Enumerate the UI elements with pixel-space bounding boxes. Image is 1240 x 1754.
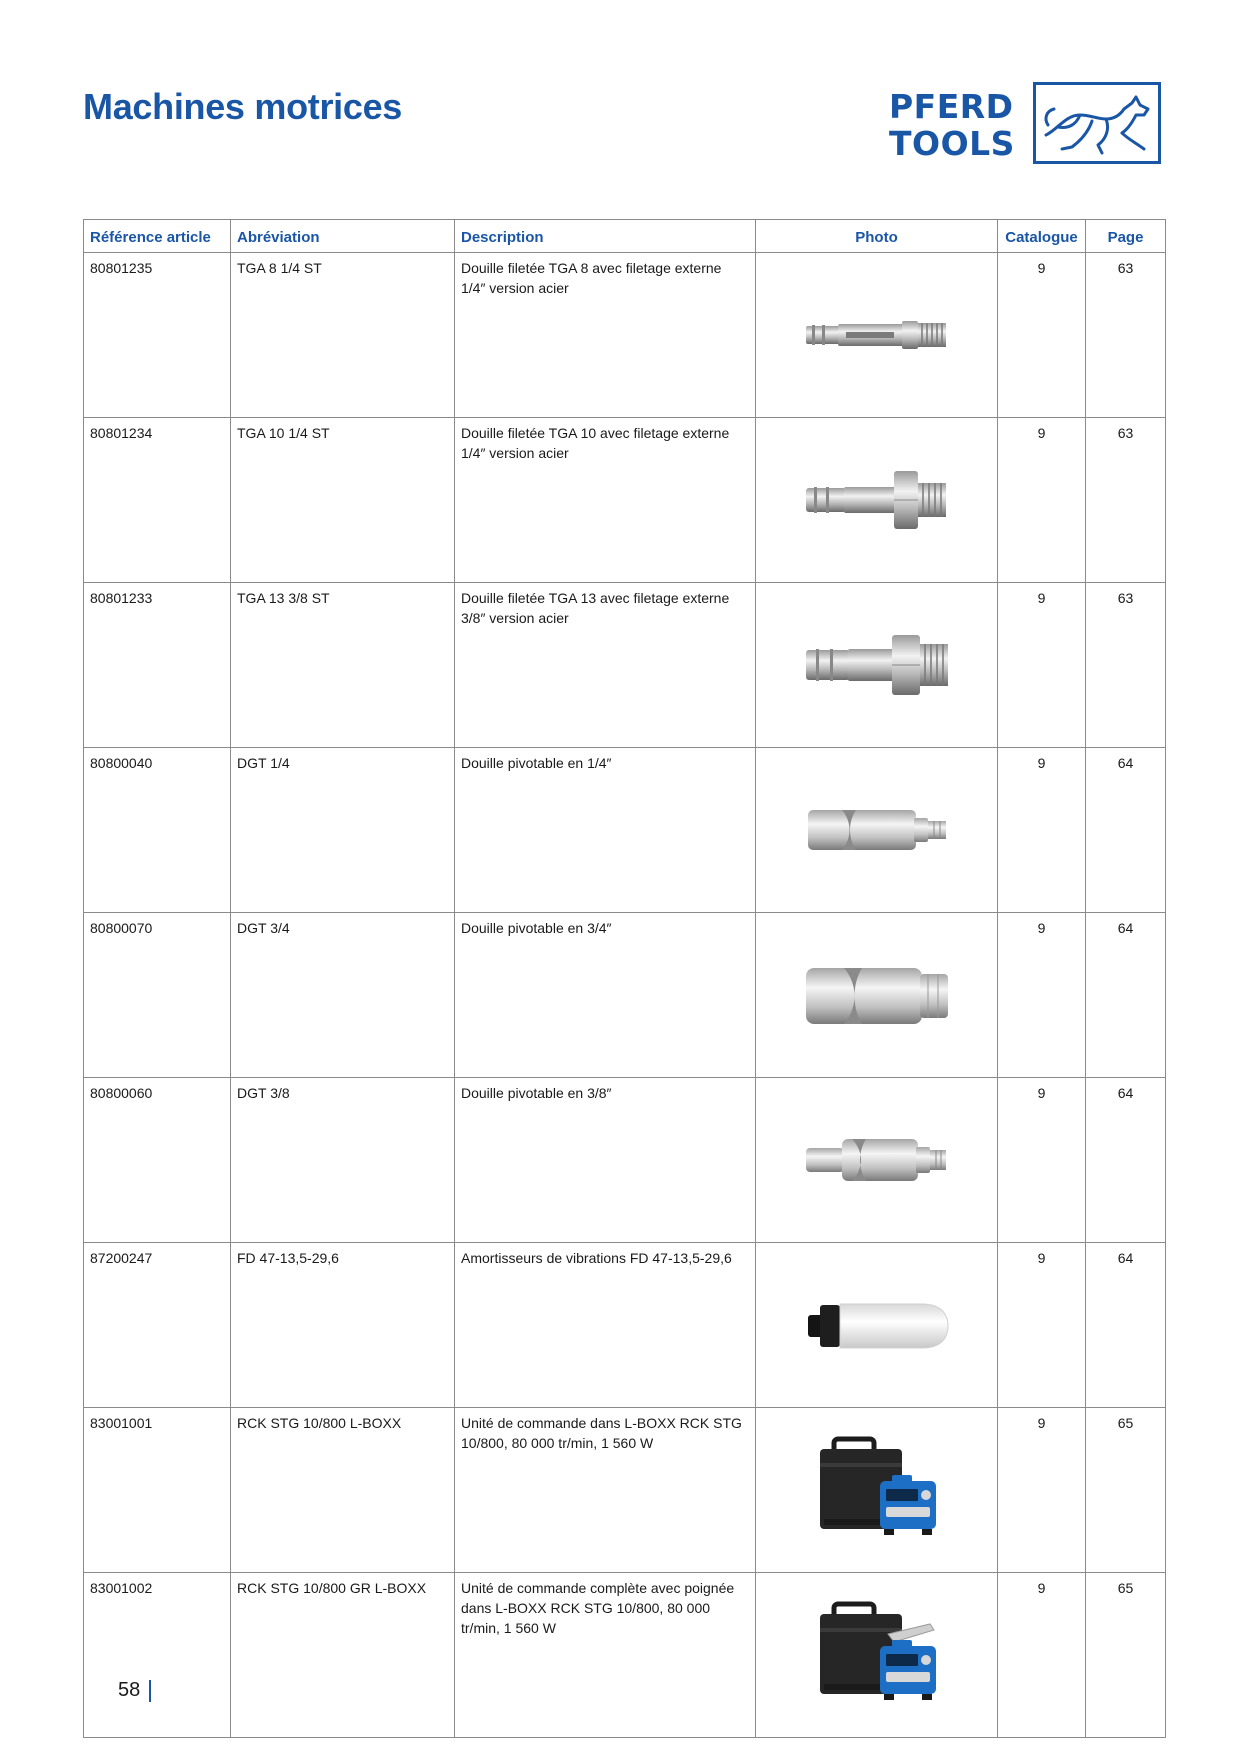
cell-reference: 83001001: [83, 1407, 231, 1573]
cell-abbreviation: RCK STG 10/800 GR L-BOXX: [230, 1572, 455, 1738]
swivel-socket-large-photo: [805, 968, 948, 1024]
cell-abbreviation: RCK STG 10/800 L-BOXX: [230, 1407, 455, 1573]
cell-photo: [755, 1242, 998, 1408]
column-header-page: Page: [1085, 219, 1166, 253]
table-row: 83001002 RCK STG 10/800 GR L-BOXX Unité …: [83, 1572, 1166, 1738]
table-row: 80801234 TGA 10 1/4 ST Douille filetée T…: [83, 417, 1166, 583]
cell-photo: [755, 582, 998, 748]
control-unit-lboxx-handle-photo: [819, 1601, 936, 1700]
cell-reference: 87200247: [83, 1242, 231, 1408]
cell-photo: [755, 1572, 998, 1738]
cell-reference: 80801235: [83, 252, 231, 418]
cell-abbreviation: TGA 10 1/4 ST: [230, 417, 455, 583]
vibration-damper-photo: [807, 1303, 949, 1349]
cell-photo: [755, 1407, 998, 1573]
column-header-abbreviation: Abréviation: [230, 219, 455, 253]
cell-page: 64: [1085, 747, 1166, 913]
cell-page: 65: [1085, 1407, 1166, 1573]
swivel-socket-photo: [807, 810, 946, 850]
cell-page: 63: [1085, 252, 1166, 418]
swivel-socket-medium-photo: [805, 1139, 946, 1181]
table-row: 80801233 TGA 13 3/8 ST Douille filetée T…: [83, 582, 1166, 748]
cell-page: 64: [1085, 1077, 1166, 1243]
pferd-tools-logo: PFERD TOOLS: [889, 82, 1165, 168]
column-header-description: Description: [454, 219, 756, 253]
logo-line-1: PFERD: [889, 87, 1014, 126]
cell-reference: 80800070: [83, 912, 231, 1078]
cell-reference: 80801233: [83, 582, 231, 748]
logo-text: PFERD TOOLS: [889, 88, 1021, 162]
cell-page: 63: [1085, 582, 1166, 748]
cell-page: 65: [1085, 1572, 1166, 1738]
cell-catalogue: 9: [997, 1407, 1086, 1573]
page-number-divider: [149, 1680, 151, 1702]
cell-catalogue: 9: [997, 912, 1086, 1078]
cell-catalogue: 9: [997, 417, 1086, 583]
cell-photo: [755, 747, 998, 913]
cell-page: 63: [1085, 417, 1166, 583]
cell-abbreviation: TGA 13 3/8 ST: [230, 582, 455, 748]
cell-abbreviation: TGA 8 1/4 ST: [230, 252, 455, 418]
cell-catalogue: 9: [997, 747, 1086, 913]
page-number: 58: [118, 1679, 141, 1701]
table-row: 83001001 RCK STG 10/800 L-BOXX Unité de …: [83, 1407, 1166, 1573]
cell-reference: 80801234: [83, 417, 231, 583]
cell-photo: [755, 252, 998, 418]
horse-logo-icon: [1033, 82, 1161, 164]
logo-line-2: TOOLS: [889, 124, 1015, 163]
table-row: 80800070 DGT 3/4 Douille pivotable en 3/…: [83, 912, 1166, 1078]
table-row: 80801235 TGA 8 1/4 ST Douille filetée TG…: [83, 252, 1166, 418]
cell-page: 64: [1085, 1242, 1166, 1408]
table-row: 80800060 DGT 3/8 Douille pivotable en 3/…: [83, 1077, 1166, 1243]
cell-description: Douille pivotable en 3/8″: [454, 1077, 756, 1243]
cell-description: Unité de commande complète avec poignée …: [454, 1572, 756, 1738]
cell-catalogue: 9: [997, 252, 1086, 418]
cell-description: Douille pivotable en 1/4″: [454, 747, 756, 913]
threaded-nozzle-hex-photo: [805, 471, 946, 529]
column-header-reference: Référence article: [83, 219, 231, 253]
cell-description: Douille filetée TGA 13 avec filetage ext…: [454, 582, 756, 748]
cell-description: Douille filetée TGA 10 avec filetage ext…: [454, 417, 756, 583]
table-row: 87200247 FD 47-13,5-29,6 Amortisseurs de…: [83, 1242, 1166, 1408]
cell-page: 64: [1085, 912, 1166, 1078]
control-unit-lboxx-photo: [819, 1436, 936, 1535]
cell-reference: 83001002: [83, 1572, 231, 1738]
cell-reference: 80800060: [83, 1077, 231, 1243]
table-header-row: Référence article Abréviation Descriptio…: [83, 219, 1166, 253]
column-header-photo: Photo: [755, 219, 998, 253]
cell-catalogue: 9: [997, 1242, 1086, 1408]
table-row: 80800040 DGT 1/4 Douille pivotable en 1/…: [83, 747, 1166, 913]
threaded-nozzle-small-photo: [805, 321, 946, 349]
cell-photo: [755, 1077, 998, 1243]
cell-catalogue: 9: [997, 582, 1086, 748]
cell-catalogue: 9: [997, 1077, 1086, 1243]
cell-description: Amortisseurs de vibrations FD 47-13,5-29…: [454, 1242, 756, 1408]
cell-photo: [755, 417, 998, 583]
cell-description: Unité de commande dans L-BOXX RCK STG 10…: [454, 1407, 756, 1573]
cell-catalogue: 9: [997, 1572, 1086, 1738]
cell-abbreviation: DGT 3/8: [230, 1077, 455, 1243]
column-header-catalogue: Catalogue: [997, 219, 1086, 253]
cell-reference: 80800040: [83, 747, 231, 913]
cell-photo: [755, 912, 998, 1078]
cell-description: Douille pivotable en 3/4″: [454, 912, 756, 1078]
page-title: Machines motrices: [83, 86, 403, 127]
cell-description: Douille filetée TGA 8 avec filetage exte…: [454, 252, 756, 418]
threaded-nozzle-hex-large-photo: [805, 635, 948, 695]
cell-abbreviation: DGT 3/4: [230, 912, 455, 1078]
product-table: Référence article Abréviation Descriptio…: [83, 219, 1166, 1738]
cell-abbreviation: DGT 1/4: [230, 747, 455, 913]
cell-abbreviation: FD 47-13,5-29,6: [230, 1242, 455, 1408]
